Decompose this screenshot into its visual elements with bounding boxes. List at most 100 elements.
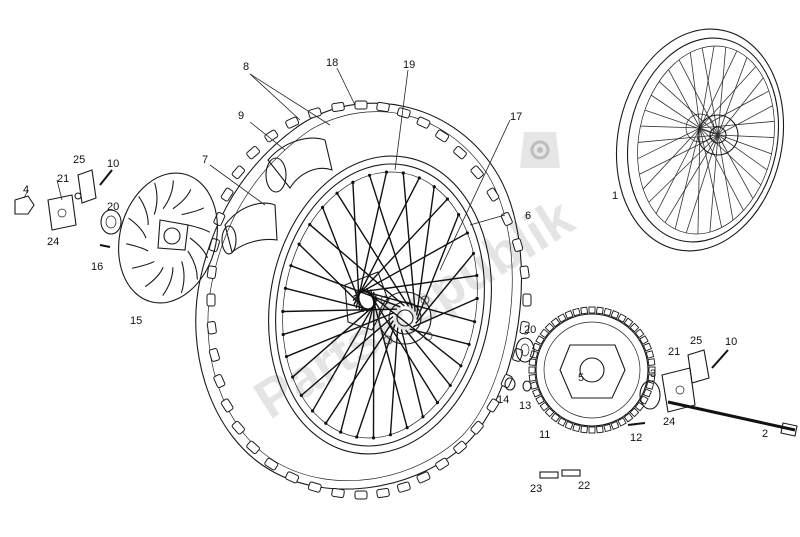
tread-block	[285, 471, 300, 484]
spoke	[300, 315, 394, 396]
callout-5: 5	[578, 372, 584, 384]
spoke	[365, 287, 439, 403]
tread-block	[376, 101, 390, 113]
spoke	[717, 57, 748, 136]
sprocket-tooth	[617, 313, 627, 323]
sprocket-tooth	[550, 317, 561, 328]
spoke	[637, 134, 719, 143]
spoke-nipple	[448, 383, 452, 388]
spoke	[689, 52, 701, 129]
callout-20-right: 20	[524, 324, 536, 336]
spoke	[416, 214, 460, 320]
spoke	[709, 134, 719, 233]
sprocket-tooth	[623, 412, 634, 423]
spoke-nipple	[283, 286, 288, 290]
disc-vane	[128, 217, 147, 239]
spoke	[717, 134, 774, 138]
callout-12: 12	[630, 432, 642, 444]
spoke	[355, 171, 388, 309]
spoke-nipple	[417, 176, 421, 180]
sprocket-tooth	[617, 417, 627, 427]
sprocket-tooth	[550, 412, 561, 423]
callout-16: 16	[91, 261, 103, 273]
tread-block	[246, 440, 260, 455]
sprocket-tooth	[634, 328, 645, 339]
spoke	[339, 295, 377, 433]
tread-block	[519, 265, 530, 279]
callout-14: 14	[497, 394, 509, 406]
spoke	[697, 127, 701, 234]
sprocket-tooth	[528, 366, 536, 374]
callout-9: 9	[238, 110, 244, 122]
spoke	[336, 192, 410, 307]
tread-block	[206, 265, 217, 279]
spoke-nipple	[335, 191, 339, 195]
tread-block	[208, 238, 220, 252]
sprocket-part-11	[528, 306, 656, 434]
sprocket-tooth	[642, 342, 652, 352]
sprocket-tooth	[539, 328, 550, 339]
spoke	[402, 172, 416, 312]
tread-block	[512, 238, 524, 252]
sprocket-tooth	[595, 306, 604, 315]
tread-block	[416, 116, 431, 129]
spoke	[699, 90, 770, 129]
callout-13: 13	[519, 400, 531, 412]
tread-block	[453, 145, 467, 160]
callout-18: 18	[326, 57, 338, 69]
callout-4: 4	[23, 184, 29, 196]
tread-block	[307, 107, 322, 119]
spoke	[699, 127, 772, 155]
spoke-nipple	[445, 197, 450, 201]
spoke	[699, 50, 738, 129]
assembled-wheel-part-1	[615, 28, 785, 252]
spoke-nipple	[308, 222, 312, 227]
rim-tape-part-7	[221, 202, 278, 255]
tread-block	[206, 321, 217, 335]
spoke-nipple	[284, 354, 289, 359]
spoke	[699, 127, 744, 211]
spoke	[292, 303, 377, 378]
callout-24-left: 24	[47, 236, 59, 248]
callout-20-left: 20	[107, 201, 119, 213]
tread-block	[231, 420, 245, 435]
spoke-nipple	[339, 430, 343, 434]
sprocket-tooth	[544, 322, 555, 333]
sprocket-tooth	[564, 310, 574, 320]
spoke	[668, 69, 701, 129]
callout-10-right: 10	[725, 336, 737, 348]
spoke	[717, 134, 754, 199]
tread-block	[331, 101, 345, 113]
tread-block	[213, 212, 226, 226]
sprocket-tooth	[647, 358, 656, 367]
spoke	[639, 134, 719, 175]
disc-vane	[138, 196, 149, 225]
spoke-nipple	[291, 375, 295, 379]
sprocket-tooth	[544, 407, 555, 418]
spoke	[352, 182, 361, 311]
spoke	[685, 134, 719, 234]
spoke	[644, 109, 719, 136]
spoke	[389, 327, 399, 435]
spoke-nipple	[351, 180, 355, 184]
tread-block	[220, 187, 234, 202]
spoke	[325, 320, 394, 424]
spoke	[405, 329, 451, 386]
spoke	[282, 308, 397, 313]
sprocket-tooth	[645, 381, 655, 390]
tread-block	[220, 398, 234, 413]
sprocket-tooth	[603, 423, 612, 433]
spoke-nipple	[401, 171, 405, 175]
disc-vane	[180, 261, 185, 294]
sprocket-tooth	[648, 366, 656, 374]
tread-block	[307, 481, 322, 493]
tread-block	[396, 481, 411, 493]
small-parts	[14, 169, 798, 479]
sprocket-tooth	[535, 395, 545, 405]
spoke	[358, 289, 475, 323]
spoke-nipple	[388, 433, 393, 437]
spoke-nipple	[281, 309, 285, 314]
spoke	[717, 47, 727, 136]
spoke-nipple	[465, 231, 469, 235]
